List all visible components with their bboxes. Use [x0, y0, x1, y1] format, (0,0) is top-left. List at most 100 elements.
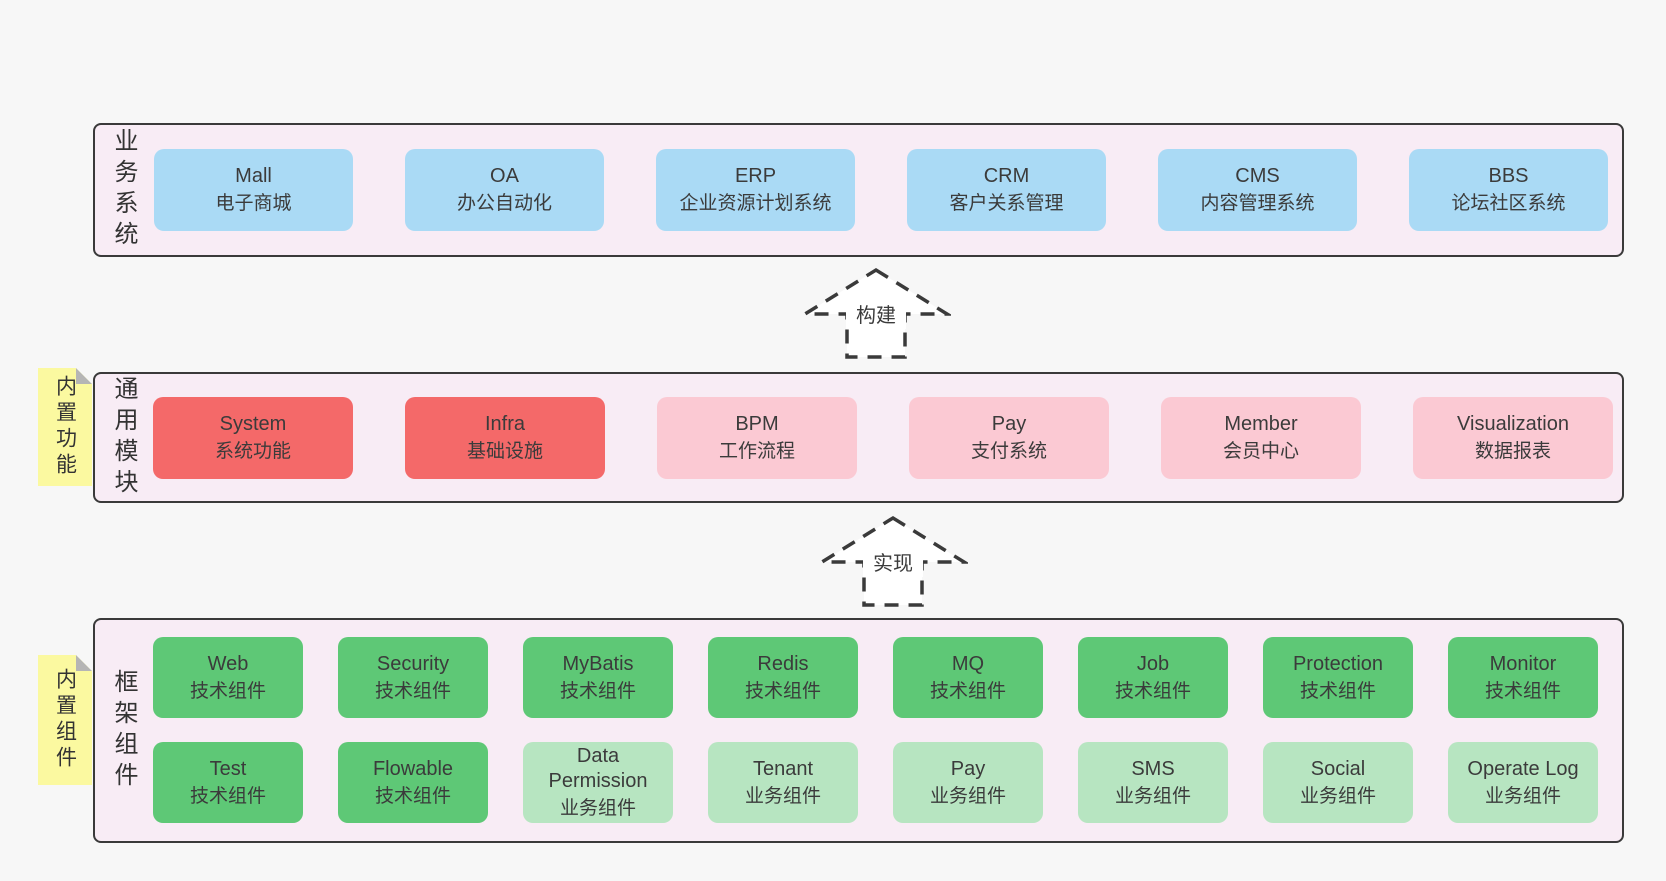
arrow-label: 构建: [856, 304, 896, 327]
box-name: Test: [209, 757, 247, 780]
box-mall: Mall 电子商城: [154, 149, 353, 231]
box-desc: 业务组件: [1114, 785, 1191, 807]
sticky-fold-corner: [76, 368, 92, 384]
box-desc: 技术组件: [1114, 680, 1191, 702]
business-systems-row: Mall 电子商城 OA 办公自动化 ERP 企业资源计划系统 CRM 客户关系…: [154, 149, 1608, 231]
box-pay-biz: Pay 业务组件: [893, 742, 1043, 823]
box-desc: 工作流程: [718, 441, 795, 463]
box-desc: 业务组件: [744, 785, 821, 807]
box-name: Monitor: [1489, 652, 1557, 675]
box-system: System 系统功能: [153, 397, 353, 479]
box-pay: Pay 支付系统: [909, 397, 1109, 479]
box-name: Flowable: [372, 757, 454, 780]
box-desc: 技术组件: [559, 680, 636, 702]
box-security: Security 技术组件: [338, 637, 488, 718]
section-common-modules: 通用模块 System 系统功能 Infra 基础设施 BPM 工作流程 Pay…: [93, 372, 1624, 503]
box-social: Social 业务组件: [1263, 742, 1413, 823]
arrow-label-backdrop: [846, 299, 906, 329]
box-test: Test 技术组件: [153, 742, 303, 823]
box-desc: 企业资源计划系统: [679, 193, 832, 215]
box-name: Member: [1224, 413, 1298, 436]
box-name: Tenant: [752, 757, 814, 780]
arrow-label-backdrop: [863, 547, 923, 577]
box-desc: 电子商城: [215, 193, 292, 215]
box-infra: Infra 基础设施: [405, 397, 605, 479]
box-desc: 内容管理系统: [1200, 193, 1315, 215]
box-mq: MQ 技术组件: [893, 637, 1043, 718]
box-desc: 技术组件: [374, 785, 451, 807]
box-name: Operate Log: [1467, 757, 1579, 780]
section-label-business-systems: 业务系统: [110, 128, 137, 252]
arrow-implement: 实现: [818, 515, 968, 607]
box-name: Pay: [950, 757, 986, 780]
box-visualization: Visualization 数据报表: [1413, 397, 1613, 479]
box-bbs: BBS 论坛社区系统: [1409, 149, 1608, 231]
box-desc: 基础设施: [466, 441, 543, 463]
box-protection: Protection 技术组件: [1263, 637, 1413, 718]
box-mybatis: MyBatis 技术组件: [523, 637, 673, 718]
box-name: SMS: [1131, 757, 1175, 780]
box-desc: 技术组件: [189, 680, 266, 702]
box-desc: 技术组件: [1299, 680, 1376, 702]
box-name: CRM: [983, 165, 1030, 188]
box-desc: 论坛社区系统: [1451, 193, 1566, 215]
box-name: Security: [376, 652, 450, 675]
arrow-label: 实现: [873, 552, 913, 575]
box-name: BPM: [735, 413, 779, 436]
box-flowable: Flowable 技术组件: [338, 742, 488, 823]
box-desc: 业务组件: [1484, 785, 1561, 807]
box-bpm: BPM 工作流程: [657, 397, 857, 479]
framework-components-row-1: Web 技术组件 Security 技术组件 MyBatis 技术组件 Redi…: [153, 637, 1598, 718]
box-name: Protection: [1292, 652, 1384, 675]
sticky-built-in-features: 内置功能: [38, 368, 92, 486]
box-name: Social: [1310, 757, 1366, 780]
sticky-label: 内置功能: [53, 375, 77, 479]
box-sms: SMS 业务组件: [1078, 742, 1228, 823]
section-framework-components: 框架组件 Web 技术组件 Security 技术组件 MyBatis 技术组件…: [93, 618, 1624, 843]
box-name: Infra: [484, 413, 526, 436]
box-desc: 办公自动化: [456, 193, 552, 215]
box-cms: CMS 内容管理系统: [1158, 149, 1357, 231]
box-desc: 技术组件: [189, 785, 266, 807]
box-tenant: Tenant 业务组件: [708, 742, 858, 823]
box-monitor: Monitor 技术组件: [1448, 637, 1598, 718]
box-job: Job 技术组件: [1078, 637, 1228, 718]
sticky-label: 内置组件: [53, 668, 77, 772]
box-erp: ERP 企业资源计划系统: [656, 149, 855, 231]
box-name: System: [219, 413, 287, 436]
box-desc: 会员中心: [1222, 441, 1299, 463]
box-desc: 客户关系管理: [949, 193, 1064, 215]
box-desc: 系统功能: [214, 441, 291, 463]
box-redis: Redis 技术组件: [708, 637, 858, 718]
box-desc: 业务组件: [559, 798, 636, 820]
box-name: MyBatis: [562, 652, 634, 675]
box-oa: OA 办公自动化: [405, 149, 604, 231]
box-name: Pay: [991, 413, 1027, 436]
box-desc: 技术组件: [929, 680, 1006, 702]
box-desc: 支付系统: [970, 441, 1047, 463]
sticky-fold-corner: [76, 655, 92, 671]
box-name: Redis: [757, 652, 809, 675]
box-name: OA: [490, 165, 519, 188]
section-business-systems: 业务系统 Mall 电子商城 OA 办公自动化 ERP 企业资源计划系统 CRM…: [93, 123, 1624, 257]
section-label-framework-components: 框架组件: [110, 668, 137, 793]
framework-components-row-2: Test 技术组件 Flowable 技术组件 Data Permission …: [153, 742, 1598, 823]
sticky-built-in-components: 内置组件: [38, 655, 92, 785]
box-name: ERP: [734, 165, 777, 188]
box-name: Data Permission: [548, 745, 648, 793]
box-name: Mall: [235, 165, 272, 188]
box-name: Visualization: [1457, 413, 1569, 436]
box-desc: 技术组件: [1484, 680, 1561, 702]
box-desc: 业务组件: [1299, 785, 1376, 807]
box-operate-log: Operate Log 业务组件: [1448, 742, 1598, 823]
box-name: MQ: [951, 652, 985, 675]
box-desc: 技术组件: [744, 680, 821, 702]
box-desc: 技术组件: [374, 680, 451, 702]
common-modules-row: System 系统功能 Infra 基础设施 BPM 工作流程 Pay 支付系统…: [153, 397, 1613, 479]
box-name: Web: [207, 652, 249, 675]
box-desc: 数据报表: [1474, 441, 1551, 463]
box-name: CMS: [1235, 165, 1280, 188]
box-desc: 业务组件: [929, 785, 1006, 807]
box-name: Job: [1136, 652, 1170, 675]
